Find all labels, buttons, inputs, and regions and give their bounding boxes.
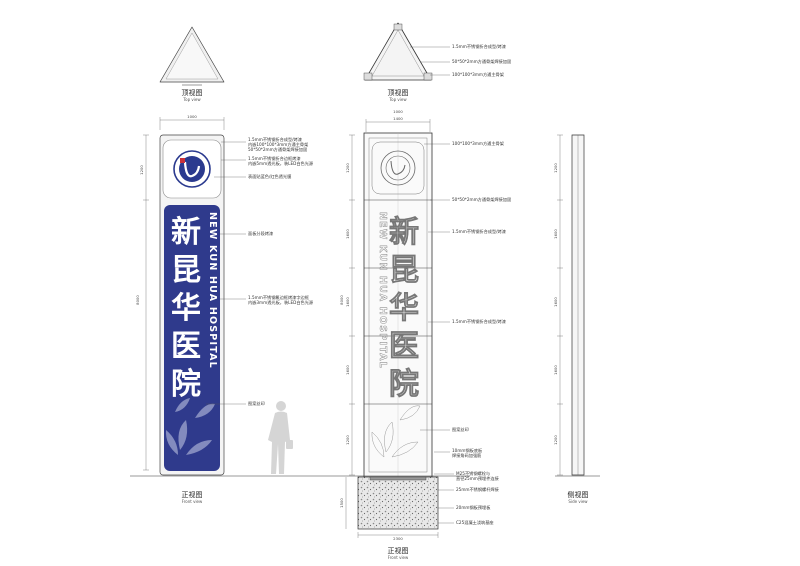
center-note-7: 焊接角码加强筋 (452, 452, 481, 459)
front-center-width: 1400 (393, 116, 403, 121)
side-dim-3: 1600 (553, 297, 558, 307)
side-view-drawing: 1200 1600 1600 1600 1200 (553, 134, 600, 477)
center-note-1: 100*100*3mm方通主骨架 (452, 140, 504, 147)
top-view-right-subtitle: Top view (388, 97, 407, 102)
top-right-note-1: 1.5mm不锈钢折合成型/烤漆 (452, 43, 506, 50)
front-left-note-1: 1.5mm不锈钢折合成型/烤漆 (248, 136, 302, 143)
center-char-1: 新 (389, 215, 419, 250)
sign-char-3: 华 (171, 291, 201, 326)
center-note-8: M25不锈钢螺栓与 (456, 470, 490, 477)
center-dim-1: 1200 (345, 163, 350, 173)
sign-char-2: 昆 (171, 253, 201, 288)
center-dim-2: 1600 (345, 229, 350, 239)
human-scale-figure (268, 401, 293, 474)
front-center-width-top: 1000 (393, 109, 403, 114)
sign-char-4: 医 (171, 329, 201, 364)
front-left-dim-total: 8000 (135, 295, 140, 305)
top-view-left-subtitle: Top view (182, 97, 201, 102)
center-note-11: 20mm钢板预埋板 (456, 504, 491, 511)
sign-english-name: NEW KUN HUA HOSPITAL (207, 212, 218, 369)
front-view-left-drawing: 1000 1200 8000 (135, 114, 225, 476)
center-note-12: C25混凝土浇筑基座 (456, 519, 494, 526)
front-view-center-drawing: 1400 1000 1200 1600 1600 1600 1200 8000 (339, 109, 433, 478)
top-right-note-3: 100*100*3mm方通主骨架 (452, 71, 504, 78)
logo-ring (173, 150, 211, 188)
base-width-dim: 2300 (393, 536, 403, 541)
front-left-dim-top: 1200 (139, 165, 144, 175)
center-dim-5: 1200 (345, 435, 350, 445)
front-view-center-subtitle: Front view (388, 555, 409, 560)
logo-cross (180, 158, 185, 163)
center-note-9: 直径25mm预埋件连接 (456, 475, 500, 482)
center-char-5: 院 (389, 367, 419, 402)
center-char-3: 华 (389, 291, 419, 326)
front-left-note-9: 内嵌3mm透光板，装LED白色光源 (248, 299, 314, 306)
side-dim-2: 1600 (553, 229, 558, 239)
top-view-left-drawing (159, 26, 225, 86)
top-view-left-title: 顶视图 (182, 88, 203, 97)
side-dim-5: 1200 (553, 435, 558, 445)
center-dim-3: 1600 (345, 297, 350, 307)
side-dim-1: 1200 (553, 163, 558, 173)
concrete-foundation (357, 476, 439, 530)
front-left-leaders (206, 141, 246, 405)
front-left-note-7: 面板分段烤漆 (248, 230, 273, 237)
front-left-note-8: 1.5mm不锈钢氟边框烤漆字边框 (248, 294, 310, 301)
front-view-left-subtitle: Front view (182, 499, 203, 504)
top-view-right-title: 顶视图 (388, 88, 409, 97)
blue-panel (164, 205, 220, 471)
center-english-name: NEW KUN HUA HOSPITAL (377, 212, 388, 369)
center-note-4: 1.5mm不锈钢折合成型/烤漆 (452, 318, 506, 325)
side-view-subtitle: Side view (568, 499, 588, 504)
flower-pattern (165, 398, 215, 455)
center-dim-total: 8000 (339, 295, 344, 305)
sign-char-1: 新 (171, 215, 201, 250)
front-left-note-10: 图案丝印 (248, 400, 265, 407)
front-view-center-title: 正视图 (388, 546, 409, 555)
front-left-note-6: 表面贴蓝色/红色透光膜 (248, 173, 291, 180)
center-char-2: 昆 (389, 253, 419, 288)
center-char-4: 医 (389, 329, 419, 364)
side-view-title: 侧视图 (568, 490, 589, 499)
top-view-right-drawing (363, 22, 450, 81)
base-depth-dim: 1500 (339, 498, 344, 508)
center-note-5: 图案丝印 (452, 426, 469, 433)
side-dim-4: 1600 (553, 365, 558, 375)
center-note-2: 50*50*2mm方通骨架焊接加固 (452, 196, 511, 203)
front-view-left-title: 正视图 (182, 490, 203, 499)
front-left-note-5: 内嵌5mm透光板，装LED白色光源 (248, 160, 314, 167)
base-plate (369, 476, 427, 481)
center-note-10: 25mm不锈钢螺杆焊接 (456, 486, 500, 493)
front-left-note-3: 50*50*2mm方通骨架焊接加固 (248, 146, 307, 153)
center-note-6: 10mm钢板底板 (452, 447, 483, 454)
center-note-3: 1.5mm不锈钢折合成型/烤漆 (452, 228, 506, 235)
logo-mark (183, 161, 201, 178)
top-right-note-2: 50*50*2mm方通骨架焊接加固 (452, 58, 511, 65)
center-dim-4: 1600 (345, 365, 350, 375)
front-left-width: 1000 (187, 114, 197, 119)
sign-char-5: 院 (171, 367, 201, 402)
front-left-note-4: 1.5mm不锈钢折合边框烤漆 (248, 155, 301, 162)
front-left-note-2: 内嵌100*100*3mm方通主骨架 (248, 141, 308, 148)
